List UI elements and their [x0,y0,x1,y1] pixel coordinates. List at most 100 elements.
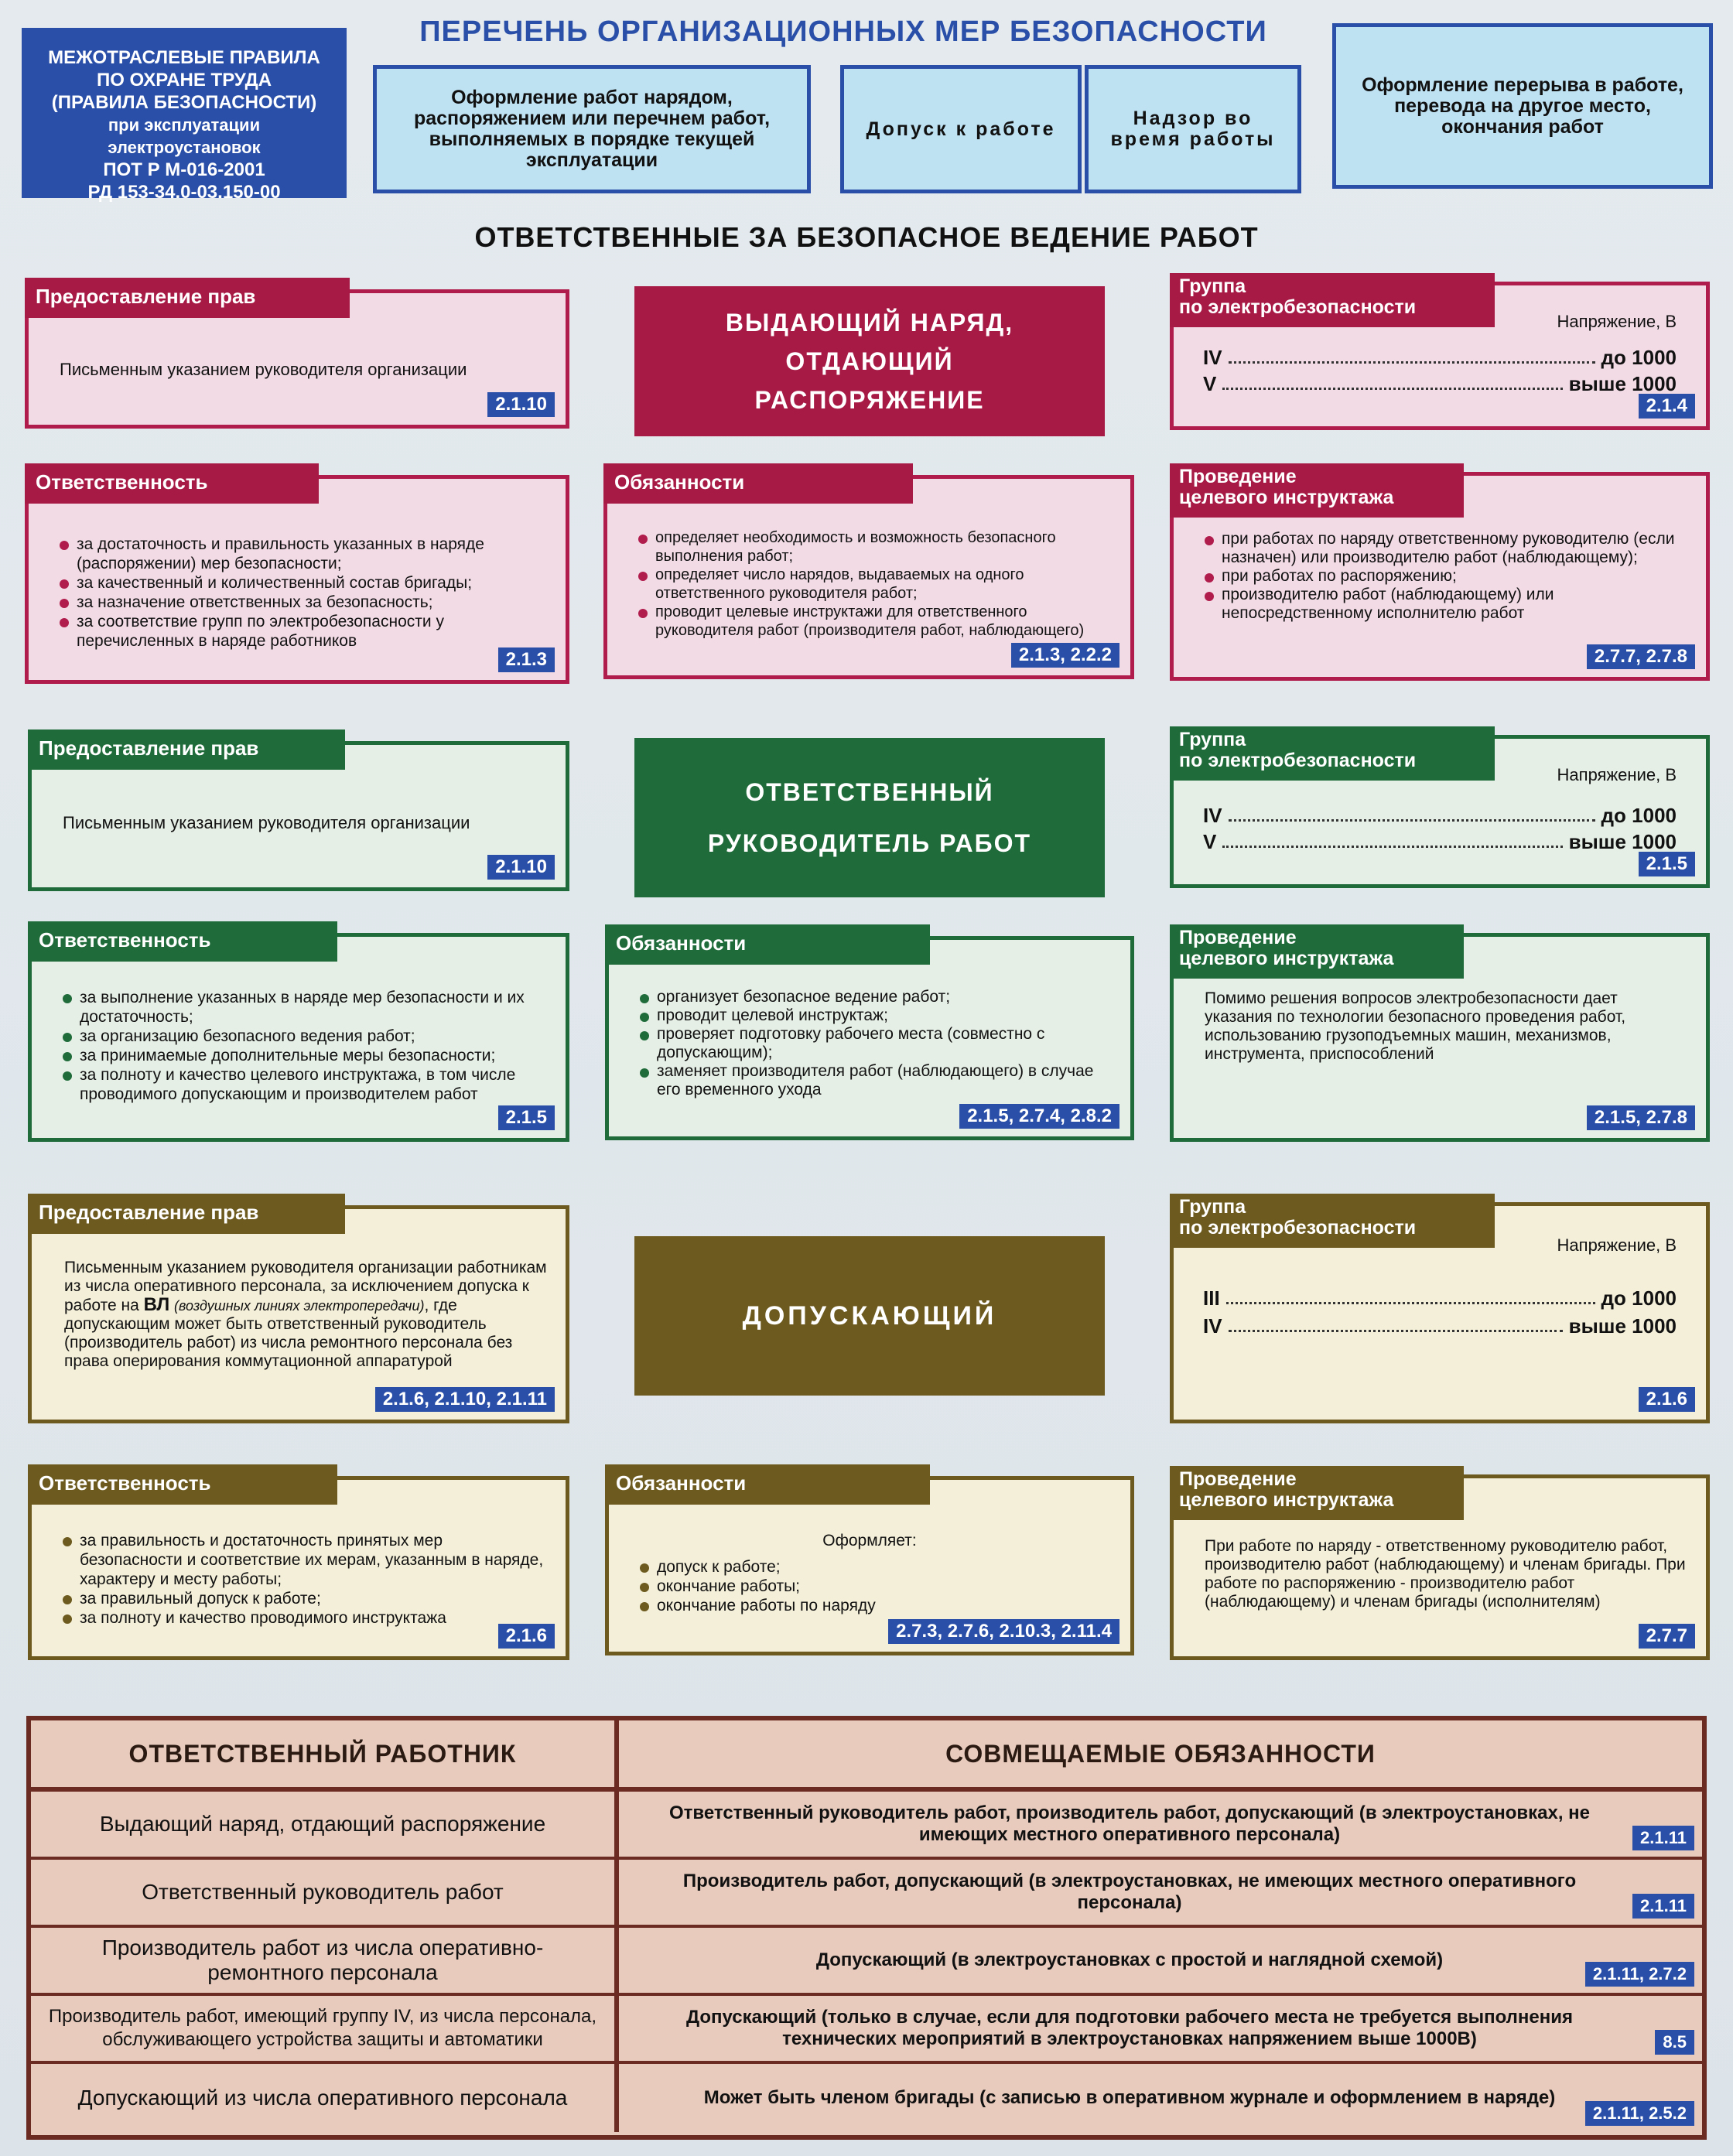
panel-tab: Предоставление прав [28,1194,345,1234]
reference-badge: 2.1.5 [1638,852,1695,876]
group-level: IV [1203,804,1222,827]
panel-tab: Группа по электробезопасности [1170,726,1495,781]
panel-list: за достаточность и правильность указанны… [60,535,547,651]
measure-text: Оформление работ нарядом, распоряжением … [413,87,771,171]
list-item: за назначение ответственных за безопасно… [60,593,547,612]
list-item: производителю работ (наблюдающему) или н… [1205,586,1687,623]
list-item: заменяет производителя работ (наблюдающе… [640,1062,1112,1099]
list-item: за полноту и качество целевого инструкта… [63,1065,547,1104]
group-level: V [1203,830,1217,853]
panel-list: при работах по наряду ответственному рук… [1205,530,1687,623]
list-item: проводит целевые инструктажи для ответст… [638,603,1112,640]
list-item: организует безопасное ведение работ; [640,988,1112,1006]
panel-tab: Предоставление прав [28,729,345,770]
group-level: IV [1203,346,1222,369]
table-row: Производитель работ, имеющий группу IV, … [31,1996,1702,2064]
panel-tab: Группа по электробезопасности [1170,1194,1495,1248]
role-supervisor-box: ОТВЕТСТВЕННЫЙ РУКОВОДИТЕЛЬ РАБОТ [634,738,1105,897]
duties-cell: Ответственный руководитель работ, произв… [619,1792,1702,1857]
voltage-header: Напряжение, В [1557,1235,1677,1255]
rules-line: МЕЖОТРАСЛЕВЫЕ ПРАВИЛА [48,47,320,68]
reference-badge: 2.1.11, 2.5.2 [1584,2101,1694,2126]
rules-title-box: МЕЖОТРАСЛЕВЫЕ ПРАВИЛА ПО ОХРАНЕ ТРУДА (П… [22,28,347,203]
worker-cell: Выдающий наряд, отдающий распоряжение [31,1792,619,1857]
reference-badge: 2.1.5, 2.7.4, 2.8.2 [959,1104,1119,1129]
tab-line: по электробезопасности [1179,1217,1417,1239]
panel-tab: Проведение целевого инструктажа [1170,463,1464,518]
panel-tab: Предоставление прав [25,278,350,318]
duties-cell: Может быть членом бригады (с записью в о… [619,2064,1702,2132]
voltage-header: Напряжение, В [1557,765,1677,784]
voltage-row: IV выше 1000 [1203,1314,1677,1338]
measure-admission: Допуск к работе [840,65,1082,193]
panel-list: за выполнение указанных в наряде мер без… [63,988,547,1104]
section-title: ОТВЕТСТВЕННЫЕ ЗА БЕЗОПАСНОЕ ВЕДЕНИЕ РАБО… [474,221,1259,253]
olive-responsibility-panel: Ответственность за правильность и достат… [28,1464,569,1660]
role-title-line: РУКОВОДИТЕЛЬ РАБОТ [707,829,1032,857]
vl-abbr: ВЛ [143,1294,170,1315]
list-item: при работах по распоряжению; [1205,567,1687,586]
reference-badge: 2.1.11 [1632,1894,1694,1919]
panel-tab: Проведение целевого инструктажа [1170,1466,1464,1520]
olive-rights-panel: Предоставление прав Письменным указанием… [28,1194,569,1423]
table-body: Выдающий наряд, отдающий распоряжение От… [31,1792,1702,2135]
duties-cell: Допускающий (в электроустановках с прост… [619,1928,1702,1993]
olive-group-panel: Группа по электробезопасности Напряжение… [1170,1194,1710,1423]
panel-tab: Ответственность [28,921,337,962]
olive-briefing-panel: Проведение целевого инструктажа При рабо… [1170,1466,1710,1660]
list-item: проверяет подготовку рабочего места (сов… [640,1025,1112,1062]
list-item: за полноту и качество проводимого инстру… [63,1608,547,1628]
duties-text: Ответственный руководитель работ, произв… [669,1802,1590,1845]
voltage-range: до 1000 [1601,346,1677,369]
duties-text: Производитель работ, допускающий (в элек… [682,1871,1577,1913]
red-group-panel: Группа по электробезопасности Напряжение… [1170,273,1710,430]
group-level: V [1203,372,1217,395]
panel-tab: Ответственность [25,463,319,504]
green-responsibility-panel: Ответственность за выполнение указанных … [28,921,569,1142]
list-item: проводит целевой инструктаж; [640,1006,1112,1025]
panel-tab: Ответственность [28,1464,337,1505]
panel-tab: Обязанности [603,463,913,504]
role-title-line: ОТВЕТСТВЕННЫЙ [745,778,994,806]
green-group-panel: Группа по электробезопасности Напряжение… [1170,726,1710,888]
panel-text: Помимо решения вопросов электробезопасно… [1205,989,1626,1063]
voltage-range: до 1000 [1601,804,1677,827]
voltage-header: Напряжение, В [1557,312,1677,331]
panel-tab: Группа по электробезопасности [1170,273,1495,327]
rules-line: при эксплуатации [108,115,261,135]
role-admitter-box: ДОПУСКАЮЩИЙ [634,1236,1105,1396]
panel-text: Письменным указанием руководителя органи… [60,360,467,379]
measure-text: Надзор во время работы [1110,108,1276,150]
table-header: СОВМЕЩАЕМЫЕ ОБЯЗАННОСТИ [619,1720,1702,1792]
duties-text: Допускающий (в электроустановках с прост… [815,1949,1444,1970]
reference-badge: 2.7.7 [1638,1624,1695,1649]
combined-duties-table: ОТВЕТСТВЕННЫЙ РАБОТНИК СОВМЕЩАЕМЫЕ ОБЯЗА… [26,1716,1707,2140]
duties-cell: Производитель работ, допускающий (в элек… [619,1860,1702,1925]
duties-text: Может быть членом бригады (с записью в о… [703,2087,1556,2108]
reference-badge: 2.1.10 [487,855,555,880]
tab-line: по электробезопасности [1179,296,1417,318]
list-item: за выполнение указанных в наряде мер без… [63,988,547,1027]
group-level: IV [1203,1314,1222,1338]
duties-intro: Оформляет: [822,1532,917,1550]
reference-badge: 2.1.11 [1632,1826,1694,1850]
reference-badge: 2.1.10 [487,392,555,417]
measure-text: Допуск к работе [866,118,1056,140]
role-title-line: РАСПОРЯЖЕНИЕ [754,386,985,414]
list-item: за достаточность и правильность указанны… [60,535,547,573]
panel-tab: Обязанности [605,924,930,965]
voltage-range: до 1000 [1601,1286,1677,1310]
green-rights-panel: Предоставление прав Письменным указанием… [28,729,569,891]
role-title-line: ВЫДАЮЩИЙ НАРЯД, [725,309,1014,337]
reference-badge: 2.7.3, 2.7.6, 2.10.3, 2.11.4 [888,1619,1119,1644]
table-row: Выдающий наряд, отдающий распоряжение От… [31,1792,1702,1860]
list-item: определяет необходимость и возможность б… [638,528,1112,565]
reference-badge: 2.1.4 [1638,394,1695,419]
list-item: окончание работы по наряду [640,1596,1112,1615]
voltage-range: выше 1000 [1568,1314,1677,1338]
tab-line: Проведение [1179,927,1297,948]
panel-list: определяет необходимость и возможность б… [638,528,1112,640]
